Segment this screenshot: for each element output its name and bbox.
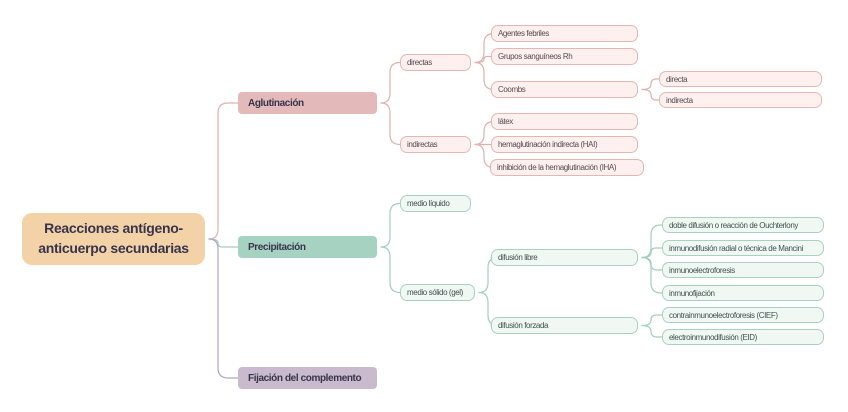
- branch-aglutinacion[interactable]: Aglutinación: [238, 92, 377, 114]
- branch-precipitacion[interactable]: Precipitación: [238, 236, 377, 258]
- node-difusion-forzada[interactable]: difusión forzada: [491, 317, 638, 334]
- leaf-coombs-directa[interactable]: directa: [659, 71, 822, 87]
- node-medio-liquido[interactable]: medio líquido: [400, 195, 471, 212]
- root-label-line2: anticuerpo secundarias: [38, 240, 189, 256]
- leaf-inmunoelectroforesis[interactable]: inmunoelectroforesis: [662, 262, 824, 278]
- leaf-electroinmunodifusion-eid[interactable]: electroinmunodifusión (EID): [662, 329, 824, 345]
- leaf-coombs-indirecta[interactable]: indirecta: [659, 92, 822, 108]
- node-difusion-libre[interactable]: difusión libre: [491, 249, 638, 266]
- leaf-contrainmunoelectroforesis-cief[interactable]: contrainmunoelectroforesis (CIEF): [662, 307, 824, 323]
- leaf-latex[interactable]: látex: [491, 113, 638, 130]
- node-indirectas[interactable]: indirectas: [400, 136, 471, 153]
- leaf-inmunofijacion[interactable]: inmunofijación: [662, 285, 824, 301]
- leaf-agentes-febriles[interactable]: Agentes febriles: [491, 25, 638, 42]
- leaf-hemaglutinacion-indirecta-hai[interactable]: hemaglutinación indirecta (HAI): [491, 136, 638, 153]
- node-medio-solido-gel[interactable]: medio sólido (gel): [400, 284, 475, 301]
- leaf-inhibicion-hemaglutinacion-iha[interactable]: inhibición de la hemaglutinación (IHA): [490, 159, 644, 176]
- leaf-inmunodifusion-radial-mancini[interactable]: inmunodifusión radial o técnica de Manci…: [662, 240, 824, 256]
- branch-fijacion-del-complemento[interactable]: Fijación del complemento: [238, 367, 377, 389]
- leaf-doble-difusion-ouchterlony[interactable]: doble difusión o reacción de Ouchterlony: [662, 217, 824, 233]
- leaf-coombs[interactable]: Coombs: [491, 81, 638, 98]
- leaf-grupos-sanguineos-rh[interactable]: Grupos sanguíneos Rh: [491, 48, 638, 65]
- root-label-line1: Reacciones antígeno-: [44, 220, 183, 237]
- root-node[interactable]: Reacciones antígeno- anticuerpo secundar…: [22, 213, 205, 265]
- node-directas[interactable]: directas: [400, 54, 471, 71]
